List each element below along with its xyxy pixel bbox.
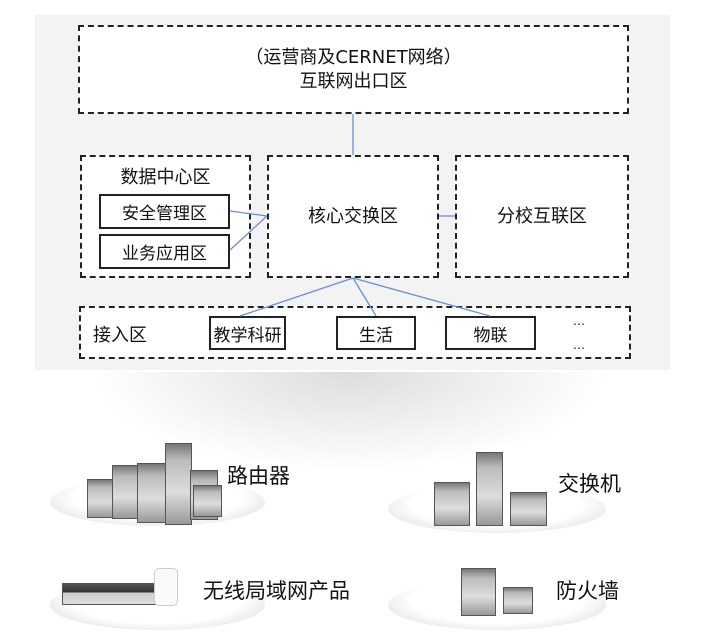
link-security-core — [229, 210, 268, 217]
access-living: 生活 — [336, 316, 416, 350]
internet-egress-zone: （运营商及CERNET网络） 互联网出口区 — [78, 25, 629, 114]
egress-subtitle: （运营商及CERNET网络） — [245, 46, 462, 68]
wlan-label: 无线局域网产品 — [203, 579, 350, 603]
branch-interconnect-zone: 分校互联区 — [455, 155, 629, 278]
more-dots-1: … — [573, 314, 585, 328]
router-label: 路由器 — [227, 464, 290, 488]
core-title: 核心交换区 — [308, 205, 398, 227]
switch-label: 交换机 — [558, 472, 621, 496]
link-core-living — [352, 277, 377, 317]
security-management-zone: 安全管理区 — [99, 194, 230, 229]
more-dots-2: … — [573, 338, 585, 352]
egress-title: 互联网出口区 — [299, 70, 408, 92]
link-core-iot — [352, 277, 491, 317]
firewall-label: 防火墙 — [556, 579, 619, 603]
access-iot: 物联 — [445, 316, 536, 350]
firewall-platform — [388, 580, 606, 630]
branch-title: 分校互联区 — [497, 205, 587, 227]
data-center-title: 数据中心区 — [120, 167, 211, 188]
link-core-teaching — [239, 277, 354, 317]
core-switching-zone: 核心交换区 — [267, 155, 439, 278]
link-business-core — [229, 215, 268, 251]
access-title: 接入区 — [93, 325, 147, 346]
business-application-zone: 业务应用区 — [99, 234, 230, 269]
access-teaching-research: 教学科研 — [209, 316, 286, 350]
